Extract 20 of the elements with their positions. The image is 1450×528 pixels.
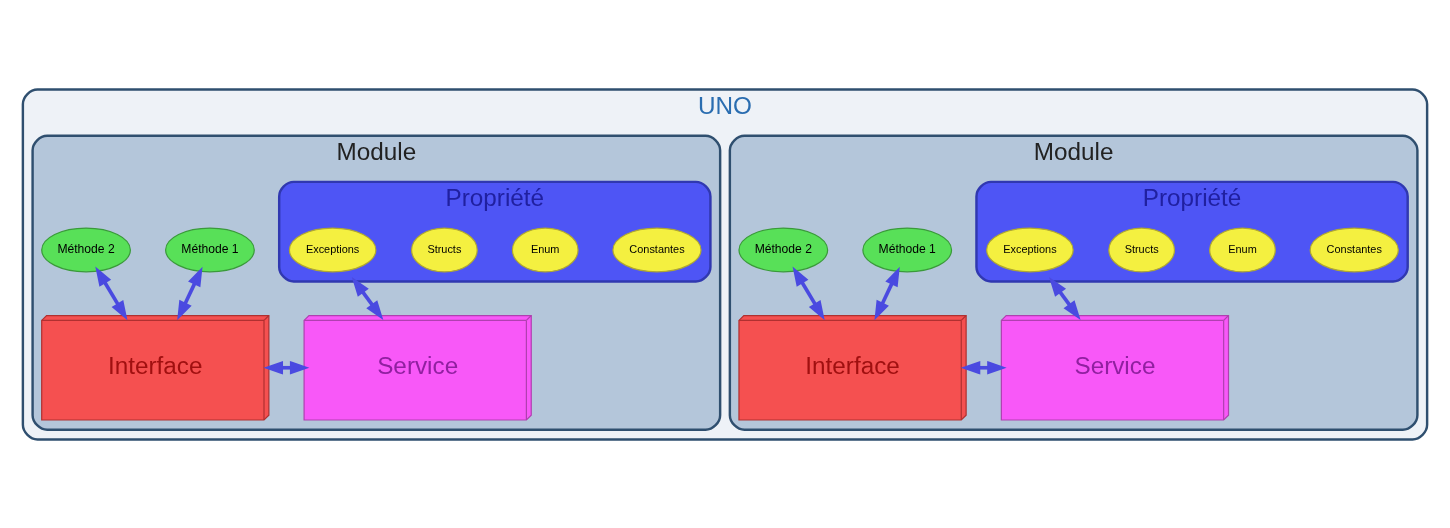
arrow	[874, 266, 900, 320]
node-ellipse: Méthode 1	[165, 226, 255, 272]
node-ellipse: Méthode 2	[41, 226, 131, 272]
arrow	[792, 266, 825, 320]
node-ellipse: Structs	[411, 226, 478, 272]
arrow	[263, 360, 310, 375]
node-ellipse: Méthode 2	[738, 226, 829, 272]
node-ellipse: Méthode 1	[862, 226, 953, 272]
node-ellipse: Constantes	[612, 226, 702, 272]
arrow	[1049, 276, 1081, 320]
arrow	[177, 266, 203, 320]
arrow	[351, 276, 384, 320]
arrow	[95, 266, 128, 320]
arrow	[960, 360, 1007, 375]
node-ellipse: Structs	[1108, 226, 1176, 272]
node-ellipse: Constantes	[1309, 226, 1399, 272]
node-ellipse: Exceptions	[986, 226, 1074, 272]
node-ellipse: Enum	[511, 226, 579, 272]
node-ellipse: Enum	[1209, 226, 1276, 272]
node-ellipse: Exceptions	[288, 226, 377, 272]
